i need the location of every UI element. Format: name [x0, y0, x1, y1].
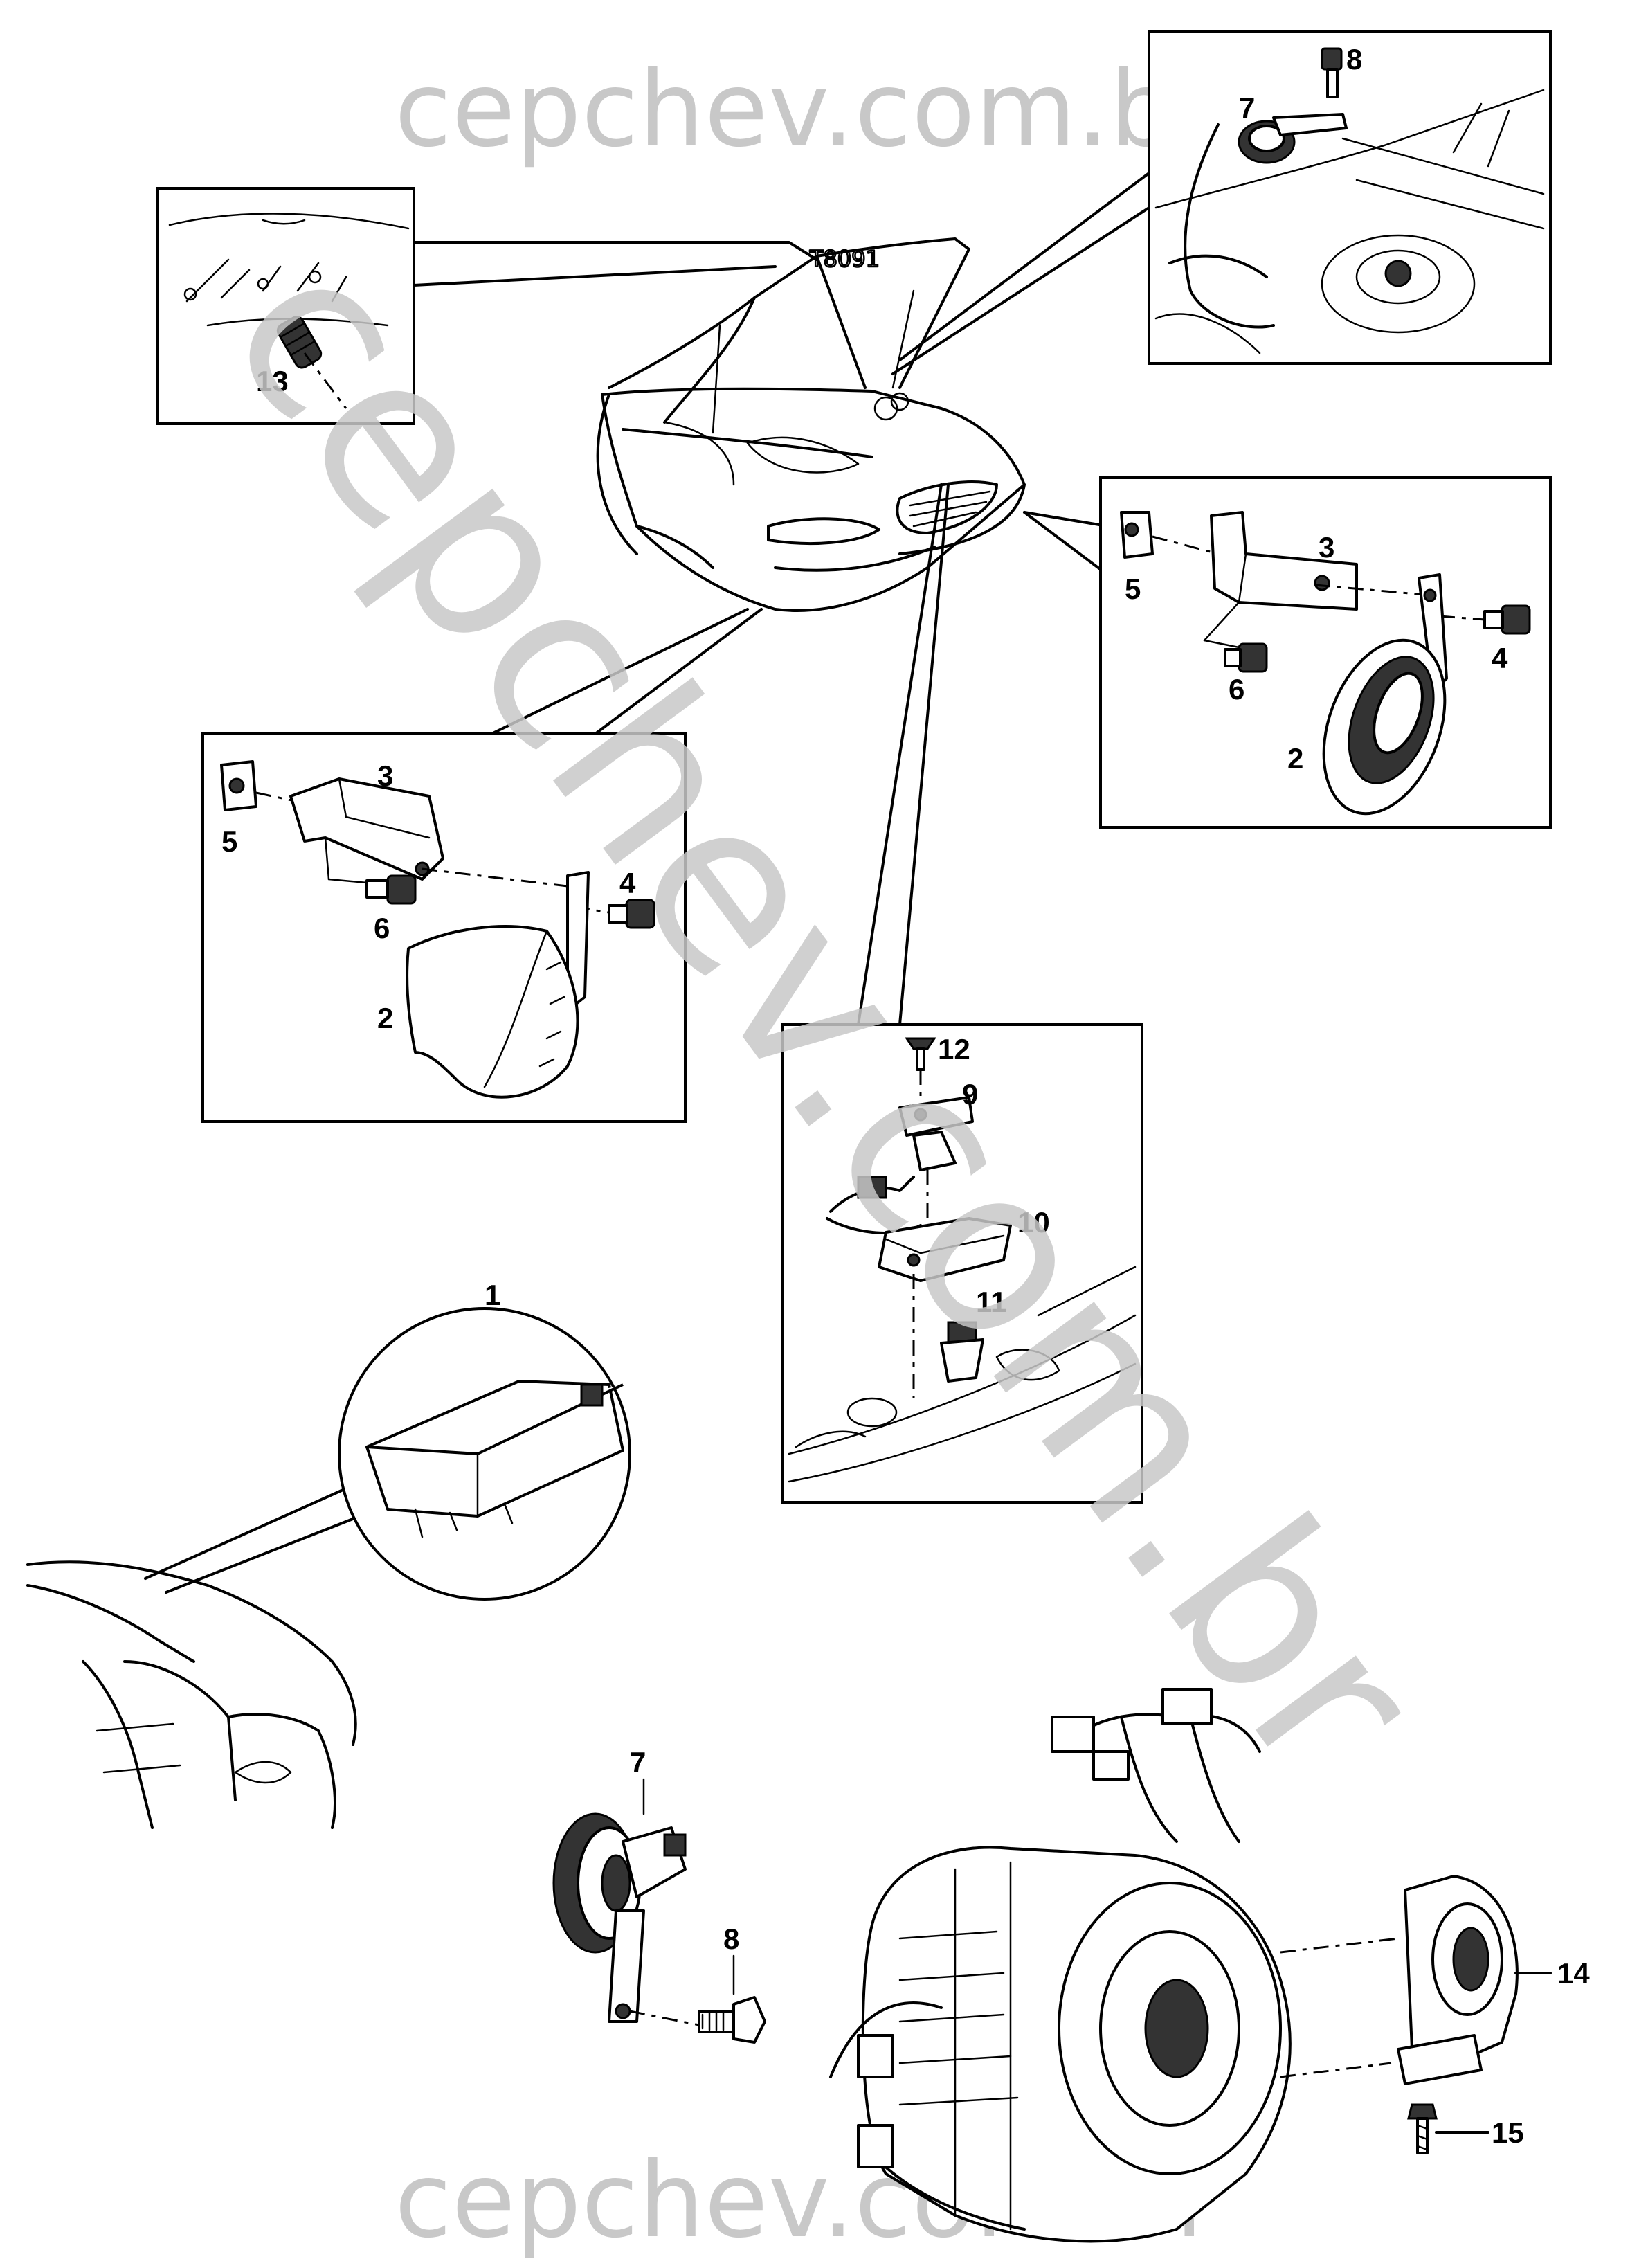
- clip-nut-5-left-icon: [220, 760, 257, 811]
- steering-coil-assembly: 14 15: [829, 1688, 1590, 2243]
- clip-nut-5-icon: [1120, 511, 1154, 559]
- left-horn-detail-panel: 5 3 4 6 2: [201, 732, 687, 1123]
- callout-13: 13: [256, 365, 289, 397]
- clip-11-icon: [940, 1321, 984, 1383]
- callout-3-left: 3: [377, 759, 393, 792]
- horn-7-bottom-icon: [552, 1812, 687, 2023]
- callout-4-left: 4: [619, 867, 636, 899]
- screw-15-icon: [1407, 2103, 1438, 2154]
- callout-11: 11: [976, 1286, 1006, 1318]
- watermark-top: cepchev.com.br: [395, 50, 1218, 170]
- callout-5-left: 5: [221, 825, 237, 858]
- callout-2: 2: [1287, 742, 1303, 775]
- hood-switch-detail-panel: 12 9 10 11: [781, 1023, 1143, 1504]
- car-marking: T8091: [809, 246, 880, 272]
- horn-7-icon: [1238, 113, 1348, 164]
- control-module-1-icon: [365, 1380, 624, 1538]
- horn-2-left-icon: [406, 871, 590, 1099]
- callout-4: 4: [1492, 642, 1508, 674]
- horn-2-right-icon: [1322, 573, 1448, 816]
- callout-6-left: 6: [374, 912, 390, 944]
- callout-1: 1: [485, 1279, 500, 1311]
- bolt-6-left-icon: [365, 874, 417, 905]
- callout-9: 9: [962, 1078, 978, 1110]
- callout-12: 12: [938, 1033, 970, 1065]
- callout-14: 14: [1557, 1957, 1590, 1990]
- callout-10: 10: [1017, 1206, 1050, 1239]
- car-front-view: T8091: [596, 237, 1026, 612]
- bracket-9-icon: [898, 1096, 974, 1171]
- right-horn-detail-panel: 5 3 4 6 2: [1099, 476, 1552, 829]
- bolt-6-icon: [1224, 642, 1268, 673]
- callout-8-bottom: 8: [723, 1923, 739, 1955]
- callout-8: 8: [1346, 43, 1362, 75]
- callout-2-left: 2: [377, 1002, 393, 1034]
- callout-3: 3: [1319, 531, 1334, 564]
- bracket-3-left-icon: [289, 777, 444, 881]
- callout-15: 15: [1492, 2116, 1524, 2149]
- leader-lines: [144, 151, 1178, 1594]
- clockspring-14-icon: [1397, 1875, 1519, 2085]
- callout-6: 6: [1229, 673, 1244, 705]
- bolt-8-icon: [1321, 47, 1343, 98]
- car-rear-view: [26, 1560, 357, 1829]
- callout-7-bottom: 7: [630, 1746, 646, 1779]
- hood-switch-10-icon: [878, 1217, 1012, 1282]
- callout-7: 7: [1239, 91, 1255, 124]
- callout-5: 5: [1125, 573, 1141, 605]
- hood-detail-panel: 13: [156, 187, 415, 425]
- horn-mount-detail-panel: 7 8: [1148, 30, 1552, 365]
- horn-assembly-bottom: 7 8: [552, 1746, 766, 2044]
- bolt-4-left-icon: [608, 899, 655, 929]
- control-module-detail: 1: [338, 1279, 631, 1601]
- bolt-8-bottom-icon: [698, 1996, 766, 2044]
- bolt-4-icon: [1483, 604, 1531, 635]
